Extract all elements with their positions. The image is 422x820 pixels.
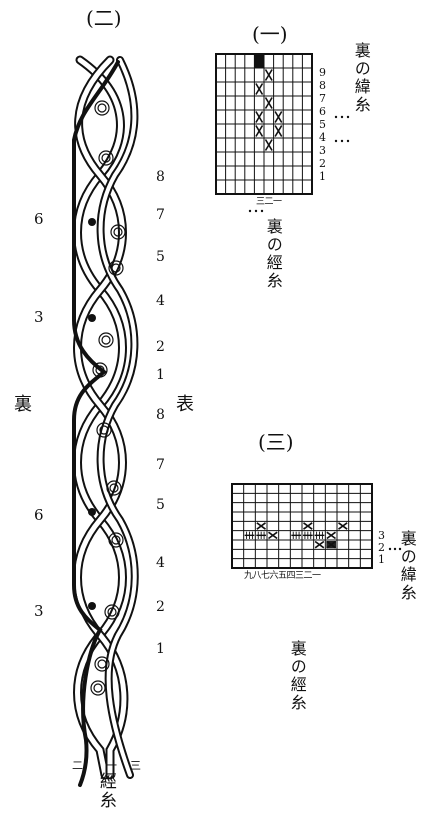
figure-marker-one: (一) — [252, 22, 288, 46]
figure-marker-three: (三) — [258, 430, 294, 454]
dot — [88, 218, 96, 226]
right-number: 7 — [156, 207, 165, 223]
hatched-cell — [256, 531, 266, 539]
x-cell — [338, 522, 348, 530]
dot — [88, 314, 96, 322]
x-cell — [326, 540, 336, 549]
right-number: 4 — [156, 293, 165, 309]
right-number: 5 — [156, 249, 165, 265]
x-cell — [274, 111, 283, 123]
bottom-mark: 三 — [130, 759, 141, 772]
right-number: 7 — [156, 457, 165, 473]
side-label-front: 表 — [176, 394, 194, 415]
warp-label: 裏の經糸 — [287, 640, 307, 712]
row-number: 5 — [319, 118, 326, 131]
x-cell — [303, 522, 313, 530]
left-number: 6 — [34, 210, 44, 228]
left-number: 3 — [34, 308, 44, 326]
left-number: 3 — [34, 602, 44, 620]
column-numbers: 三二一 — [256, 197, 282, 207]
side-label-back: 裏 — [14, 394, 32, 415]
left-number: 6 — [34, 506, 44, 524]
bottom-mark: 一 — [106, 759, 117, 772]
x-cell — [326, 531, 336, 540]
weave-grid-one — [215, 53, 313, 195]
dot — [88, 602, 96, 610]
back-yarn — [72, 60, 120, 787]
row-number: 3 — [319, 144, 326, 157]
hatched-cell — [303, 531, 313, 539]
hatched-cell — [314, 531, 325, 539]
row-number: 1 — [378, 553, 385, 566]
dot — [88, 508, 96, 516]
x-cell — [314, 540, 325, 549]
row-number: 4 — [319, 131, 326, 144]
hatched-cell — [244, 531, 255, 539]
x-cell — [255, 83, 264, 95]
x-cell — [255, 125, 264, 137]
x-cell — [256, 522, 266, 530]
column-numbers: 九八七六五四三二一 — [244, 571, 321, 581]
x-cell — [264, 69, 273, 81]
warp-label: 經糸 — [95, 772, 116, 810]
row-number: 9 — [319, 66, 326, 79]
weft-label: 裏の緯糸 — [351, 42, 371, 114]
warp-label: 裏の經糸 — [263, 218, 283, 290]
x-cell — [264, 97, 273, 109]
x-cell — [255, 111, 264, 123]
right-number: 2 — [156, 339, 165, 355]
figure-marker-two: (二) — [86, 6, 122, 30]
hatched-cell — [291, 531, 301, 539]
row-number: 1 — [319, 170, 326, 183]
row-number: 2 — [319, 157, 326, 170]
x-cell — [274, 125, 283, 137]
right-number: 1 — [156, 367, 165, 383]
right-number: 1 — [156, 641, 165, 657]
filled-cell — [254, 54, 264, 68]
row-number: 7 — [319, 92, 326, 105]
x-cell — [268, 531, 278, 540]
row-number: 6 — [319, 105, 326, 118]
weave-grid-three — [231, 483, 373, 569]
right-number: 5 — [156, 497, 165, 513]
row-number: 2 — [378, 541, 385, 554]
right-number: 4 — [156, 555, 165, 571]
bottom-mark: 二 — [72, 759, 83, 772]
row-number: 8 — [319, 79, 326, 92]
weft-label: 裏の緯糸 — [397, 530, 417, 602]
x-cell — [264, 139, 273, 151]
right-number: 8 — [156, 169, 165, 185]
right-number: 2 — [156, 599, 165, 615]
row-number: 3 — [378, 529, 385, 542]
right-number: 8 — [156, 407, 165, 423]
